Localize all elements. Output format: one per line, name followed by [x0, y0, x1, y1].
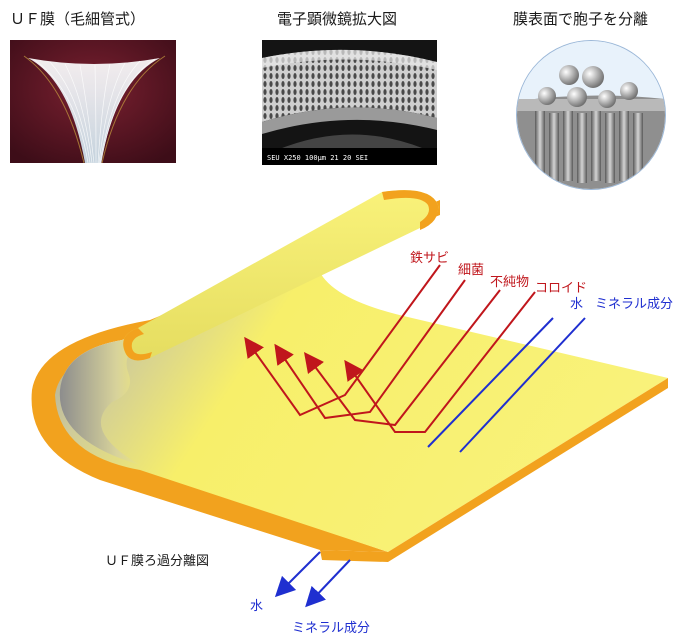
- membrane-front-edge: [388, 378, 668, 562]
- membrane-bottom-sheet: [55, 268, 668, 552]
- label-bacteria: 細菌: [458, 263, 484, 278]
- label-minerals-bottom: ミネラル成分: [292, 621, 370, 636]
- membrane-inner-curl: [59, 330, 155, 465]
- rejected-arrows: [244, 264, 536, 433]
- label-minerals-top: ミネラル成分: [595, 297, 673, 312]
- membrane-top-flap: [123, 190, 439, 361]
- passing-lines: [427, 317, 586, 453]
- label-water-top: 水: [570, 297, 583, 312]
- sem-photo: SEU X250 100μm 21 20 SEI: [262, 40, 437, 165]
- label-impurities: 不純物: [490, 275, 529, 290]
- caption-uf-membrane: ＵＦ膜（毛細管式）: [10, 10, 146, 28]
- label-iron-rust: 鉄サビ: [410, 251, 449, 266]
- diagram-title: ＵＦ膜ろ過分離図: [105, 554, 209, 569]
- label-colloid: コロイド: [535, 281, 587, 296]
- caption-sem: 電子顕微鏡拡大図: [277, 10, 398, 28]
- sem-scale-text: SEU X250 100μm 21 20 SEI: [267, 154, 368, 162]
- exit-arrows: [274, 551, 351, 608]
- surface-photo: [516, 40, 666, 190]
- uf-membrane-photo: [10, 40, 176, 163]
- label-water-bottom: 水: [250, 599, 263, 614]
- caption-surface: 膜表面で胞子を分離: [513, 10, 649, 28]
